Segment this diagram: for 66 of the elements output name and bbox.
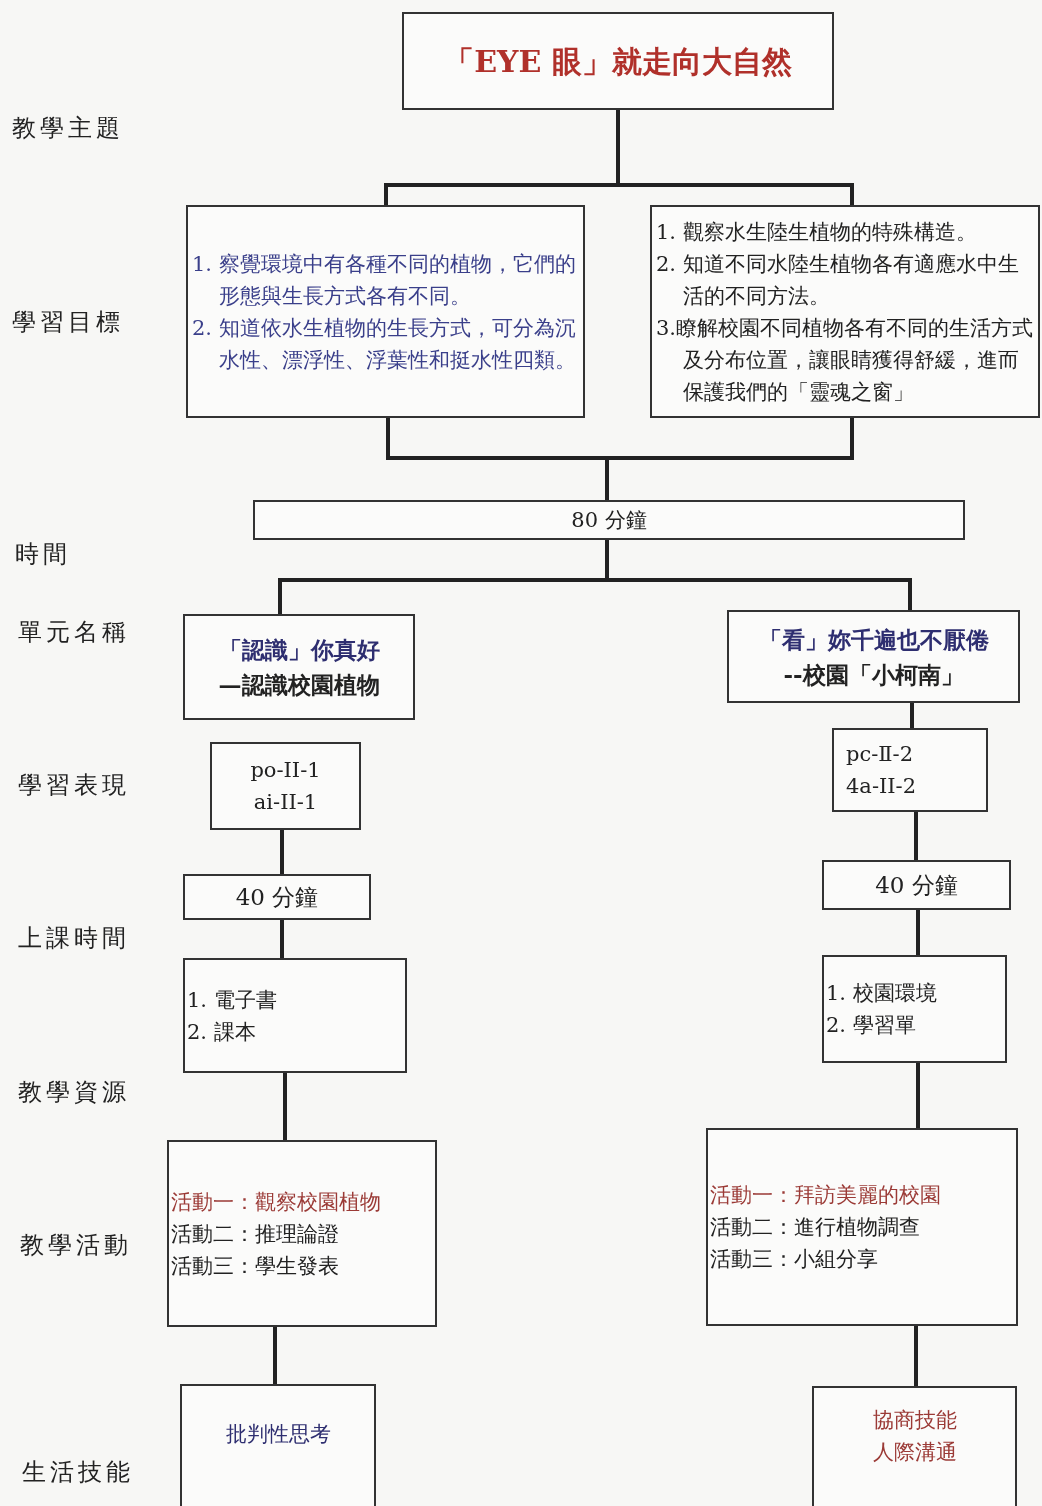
- box-text: 協商技能: [871, 1407, 958, 1434]
- box-text: 「看」妳千遍也不厭倦: [757, 624, 990, 655]
- resource-box: [822, 955, 1007, 1063]
- unit-box: [727, 610, 1020, 703]
- box-text: 活動三：學生發表: [171, 1252, 340, 1280]
- row-label: 教學活動: [20, 1230, 132, 1261]
- box-text: 2. 知道不同水陸生植物各有適應水中生活的不同方法。: [656, 250, 1020, 310]
- connector-line: [273, 1327, 277, 1384]
- box-text: 2. 知道依水生植物的生長方式，可分為沉水性、漂浮性、浮葉性和挺水性四類。: [192, 314, 578, 374]
- connector-line: [283, 1073, 287, 1140]
- goal-box: [186, 205, 585, 418]
- row-label: 教學資源: [18, 1077, 130, 1108]
- box-text: 40 分鐘: [874, 870, 959, 900]
- box-text: —認識校園植物: [217, 670, 381, 700]
- row-label: 學習目標: [12, 307, 124, 338]
- performance-box: [210, 742, 361, 830]
- box-text: po-II-1: [249, 757, 322, 784]
- box-text: 2. 課本: [187, 1018, 257, 1046]
- box-text: 40 分鐘: [234, 882, 320, 912]
- row-label: 單元名稱: [18, 617, 130, 648]
- time-box: [253, 500, 965, 540]
- connector-line: [280, 920, 284, 958]
- connector-line: [605, 540, 912, 610]
- box-text: ai-II-1: [252, 789, 319, 816]
- connector-line: [910, 703, 914, 728]
- connector-line: [914, 812, 918, 860]
- box-text: --校園「小柯南」: [782, 659, 965, 690]
- unit-box: [183, 614, 415, 720]
- row-label: 教學主題: [12, 113, 124, 144]
- box-text: 活動一：觀察校園植物: [171, 1188, 382, 1216]
- performance-box: [832, 728, 988, 812]
- box-text: 活動二：推理論證: [171, 1220, 340, 1248]
- box-text: 1. 察覺環境中有各種不同的植物，它們的形態與生長方式各有不同。: [192, 250, 577, 310]
- box-text: 1. 觀察水生陸生植物的特殊構造。: [656, 218, 978, 246]
- duration-box: [822, 860, 1011, 910]
- box-text: 3.瞭解校園不同植物各有不同的生活方式及分布位置，讓眼睛獲得舒緩，進而保護我們的「靈魂之窗」: [656, 314, 1034, 406]
- row-label: 生活技能: [22, 1457, 134, 1488]
- box-text: 活動二：進行植物調查: [710, 1214, 921, 1241]
- box-text: 2. 學習單: [826, 1012, 917, 1039]
- duration-box: [183, 874, 371, 920]
- connector-line: [280, 830, 284, 874]
- connector-line: [916, 910, 920, 955]
- title-box: [402, 12, 834, 110]
- box-text: 1. 電子書: [187, 986, 278, 1014]
- box-text: 「認識」你真好: [217, 635, 381, 665]
- box-text: 4a-II-2: [846, 773, 918, 800]
- box-text: 人際溝通: [871, 1439, 958, 1466]
- connector-line: [605, 418, 854, 500]
- box-text: 活動一：拜訪美麗的校園: [710, 1182, 942, 1209]
- activity-box: [706, 1128, 1018, 1326]
- skill-box: [180, 1384, 376, 1506]
- title-text: 「EYE 眼」就走向大自然: [443, 42, 793, 81]
- connector-line: [914, 1326, 918, 1386]
- box-text: 活動三：小組分享: [710, 1246, 879, 1273]
- row-label: 上課時間: [18, 923, 130, 954]
- box-text: 1. 校園環境: [826, 980, 938, 1007]
- row-label: 學習表現: [18, 770, 130, 801]
- connector-line: [916, 1063, 920, 1128]
- resource-box: [183, 958, 407, 1073]
- skill-box: [812, 1386, 1017, 1506]
- box-text: 80 分鐘: [570, 507, 648, 534]
- goal-box: [650, 205, 1040, 418]
- box-text: 批判性思考: [224, 1421, 332, 1448]
- activity-box: [167, 1140, 437, 1327]
- row-label: 時間: [15, 539, 71, 570]
- box-text: pc-Ⅱ-2: [846, 741, 915, 768]
